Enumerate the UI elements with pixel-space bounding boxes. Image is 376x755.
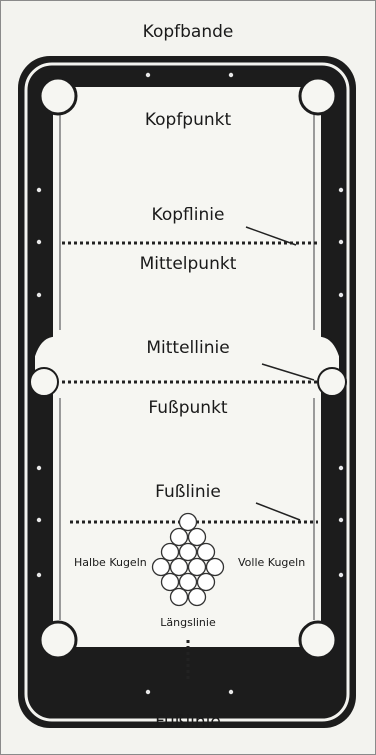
label-foot-spot: Fußpunkt	[148, 398, 228, 418]
pocket-top-left	[38, 76, 78, 116]
pocket-middle-right	[317, 367, 347, 397]
rail-inner-edge	[24, 62, 350, 722]
label-center-line: Mittellinie	[146, 338, 230, 358]
label-stripes: Halbe Kugeln	[74, 556, 147, 569]
pointer-foot-string	[255, 502, 301, 521]
pocket-bottom-left	[38, 620, 78, 660]
pocket-top-right	[298, 76, 338, 116]
pointer-center-line	[261, 363, 315, 381]
label-foot-string: Fußlinie	[155, 482, 221, 502]
label-head-cushion: Kopfbande	[142, 22, 234, 42]
label-head-string: Kopflinie	[151, 205, 225, 225]
pocket-bottom-right	[298, 620, 338, 660]
label-solids: Volle Kugeln	[238, 556, 306, 569]
pointer-head-string	[245, 226, 297, 246]
rail-diamonds	[36, 72, 344, 695]
label-head-spot: Kopfpunkt	[144, 110, 232, 130]
label-long-string: Längslinie	[160, 616, 216, 629]
label-center-spot: Mittelpunkt	[139, 254, 237, 274]
pocket-middle-left	[29, 367, 59, 397]
ball-rack	[151, 512, 225, 607]
label-foot-cushion: Fußlinie	[155, 712, 221, 732]
